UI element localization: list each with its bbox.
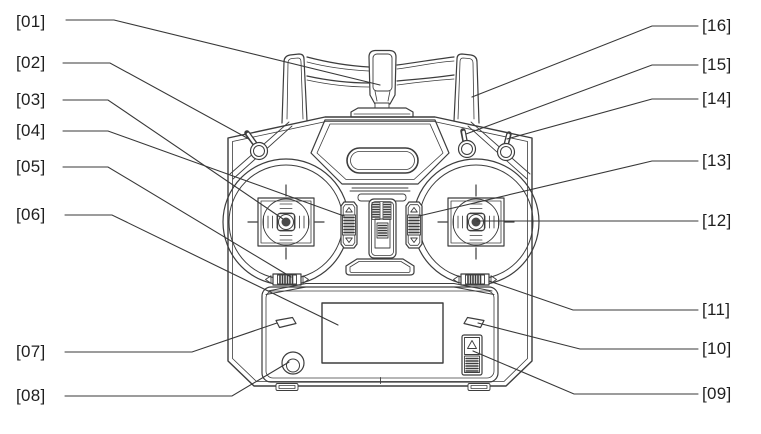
right-toggle-switch-b bbox=[496, 131, 516, 162]
leader-line-11 bbox=[488, 280, 699, 311]
callout-label-13: [13] bbox=[702, 151, 732, 170]
callout-label-16: [16] bbox=[702, 16, 732, 35]
callout-label-06: [06] bbox=[16, 205, 46, 224]
callout-label-11: [11] bbox=[702, 300, 731, 319]
right-gimbal-stick bbox=[412, 158, 540, 286]
handle-base-plate bbox=[350, 107, 414, 118]
leader-line-08 bbox=[64, 361, 290, 397]
callout-label-04: [04] bbox=[16, 121, 46, 140]
callout-label-08: [08] bbox=[16, 386, 46, 405]
right-vertical-trim bbox=[405, 201, 423, 249]
callout-label-01: [01] bbox=[16, 12, 46, 31]
top-panel bbox=[310, 119, 450, 192]
leader-line-13 bbox=[418, 160, 699, 217]
leader-line-15 bbox=[465, 64, 699, 135]
callout-label-15: [15] bbox=[702, 55, 732, 74]
bottom-panel bbox=[261, 283, 499, 383]
left-vertical-trim bbox=[340, 201, 358, 249]
leader-line-06 bbox=[64, 214, 339, 326]
left-button bbox=[275, 316, 297, 329]
leader-line-16 bbox=[471, 25, 699, 98]
feet bbox=[275, 377, 491, 391]
leader-line-04 bbox=[62, 130, 345, 217]
leader-line-14 bbox=[506, 98, 699, 140]
right-toggle-switch-a bbox=[457, 128, 477, 159]
callout-label-05: [05] bbox=[16, 157, 46, 176]
left-gimbal-stick bbox=[222, 158, 350, 286]
callout-label-12: [12] bbox=[702, 211, 732, 230]
callout-label-02: [02] bbox=[16, 53, 46, 72]
callout-label-09: [09] bbox=[702, 384, 732, 403]
carry-handle bbox=[281, 53, 480, 124]
left-toggle-switch bbox=[244, 130, 269, 161]
leader-lines bbox=[62, 19, 699, 397]
rotary-knob bbox=[281, 351, 305, 375]
antenna bbox=[368, 49, 397, 109]
center-channel-slider bbox=[357, 193, 407, 259]
leader-line-10 bbox=[477, 322, 699, 350]
grip-slot bbox=[346, 147, 419, 174]
power-switch bbox=[461, 334, 483, 376]
callout-label-03: [03] bbox=[16, 90, 46, 109]
callout-label-07: [07] bbox=[16, 342, 46, 361]
right-button bbox=[463, 316, 485, 329]
leader-line-01 bbox=[65, 19, 381, 86]
leader-line-09 bbox=[472, 350, 699, 395]
leader-line-02 bbox=[62, 62, 250, 140]
callout-label-14: [14] bbox=[702, 89, 732, 108]
callout-label-10: [10] bbox=[702, 339, 732, 358]
leader-line-05 bbox=[62, 166, 292, 278]
lcd-screen bbox=[321, 302, 444, 364]
leader-line-07 bbox=[64, 322, 278, 353]
leader-line-03 bbox=[62, 99, 284, 220]
lower-emblem bbox=[345, 258, 415, 276]
